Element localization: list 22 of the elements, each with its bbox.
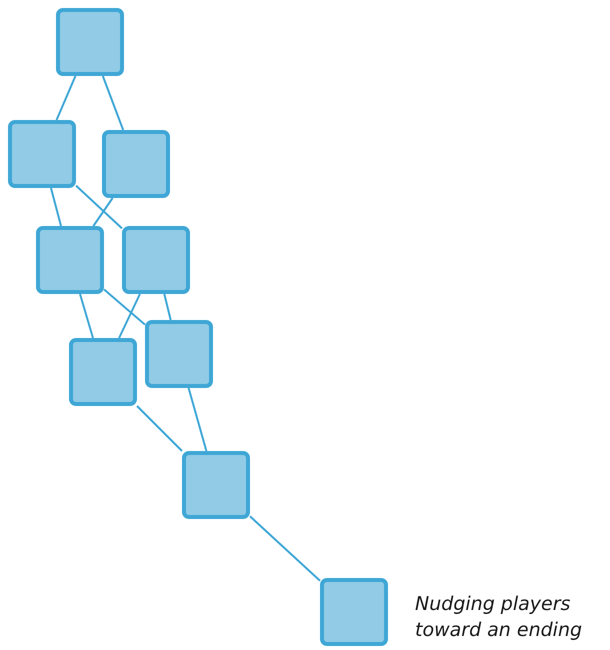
square-node <box>145 320 213 388</box>
square-node <box>182 451 250 519</box>
connector-line <box>75 184 123 230</box>
square-node <box>122 226 190 294</box>
connector-line <box>136 405 183 452</box>
node-caption: Nudging players toward an ending <box>415 592 584 643</box>
connector-line <box>188 388 208 452</box>
connector-line <box>103 288 146 326</box>
square-node <box>36 226 104 294</box>
square-node <box>320 578 388 646</box>
connector-line <box>92 197 114 227</box>
connector-line <box>163 294 172 320</box>
square-node <box>8 120 76 188</box>
connector-line <box>50 188 62 226</box>
connector-line <box>249 516 321 582</box>
square-node <box>102 130 170 198</box>
connector-line <box>79 294 94 338</box>
square-node <box>56 8 124 76</box>
connector-line <box>56 76 76 120</box>
connector-line <box>102 76 124 130</box>
square-node <box>69 338 137 406</box>
connector-line <box>118 294 141 338</box>
